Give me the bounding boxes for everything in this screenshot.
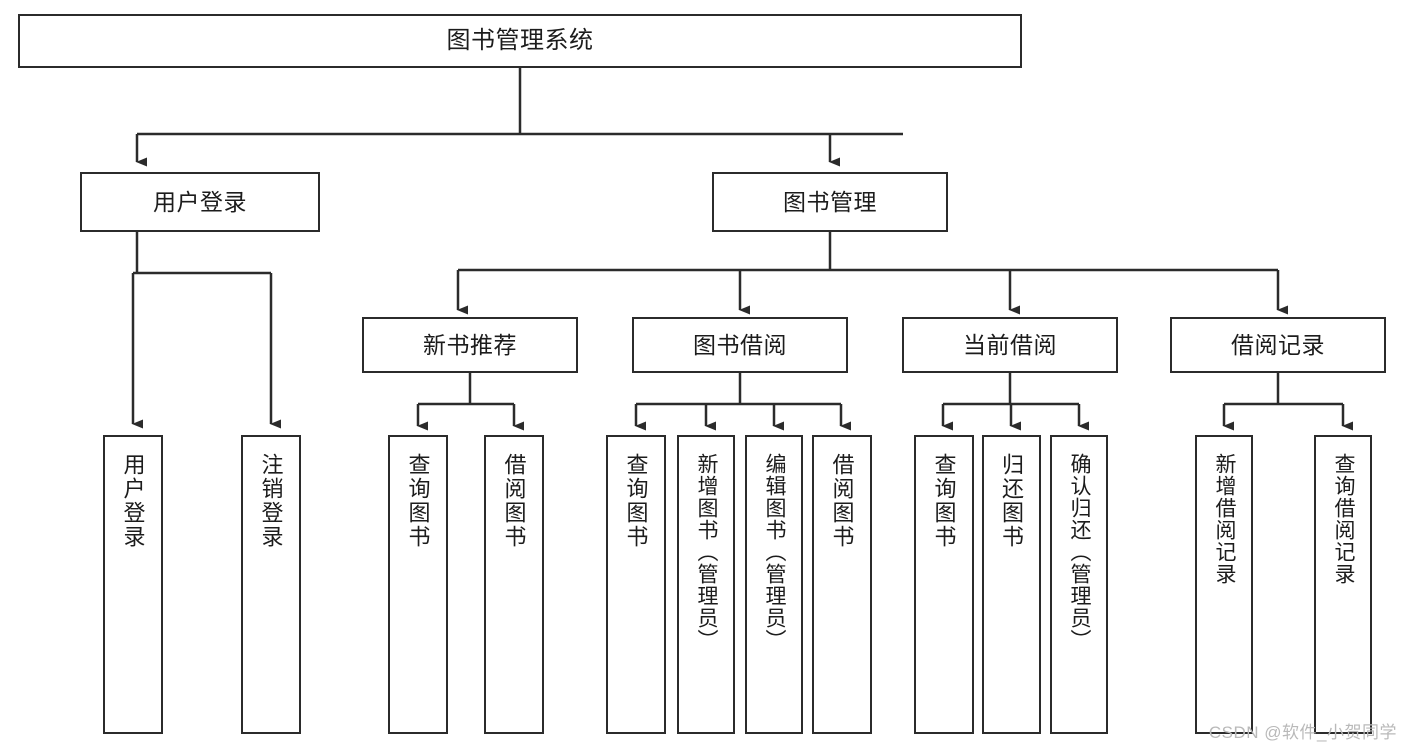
node-new-book-recommendation[interactable]: 新书推荐 — [362, 317, 578, 373]
leaf-query-book-recommend[interactable]: 查询图书 — [388, 435, 448, 734]
csdn-watermark: CSDN @软件_小贺同学 — [1208, 723, 1397, 742]
node-label: 注销登录 — [258, 453, 284, 549]
node-current-borrowing[interactable]: 当前借阅 — [902, 317, 1118, 373]
leaf-borrow-book-recommend[interactable]: 借阅图书 — [484, 435, 544, 734]
leaf-return-book[interactable]: 归还图书 — [982, 435, 1041, 734]
node-label: 编辑图书（管理员） — [763, 453, 787, 651]
leaf-user-login[interactable]: 用户登录 — [103, 435, 163, 734]
node-label: 当前借阅 — [963, 331, 1057, 358]
node-label: 查询图书 — [405, 453, 431, 549]
node-label: 查询借阅记录 — [1332, 453, 1356, 585]
leaf-add-borrow-record[interactable]: 新增借阅记录 — [1195, 435, 1253, 734]
leaf-add-book-admin[interactable]: 新增图书（管理员） — [677, 435, 735, 734]
node-label: 查询图书 — [623, 453, 649, 549]
node-book-borrowing[interactable]: 图书借阅 — [632, 317, 848, 373]
node-user-login[interactable]: 用户登录 — [80, 172, 320, 232]
node-label: 借阅记录 — [1231, 331, 1325, 358]
node-label: 借阅图书 — [829, 453, 855, 549]
leaf-edit-book-admin[interactable]: 编辑图书（管理员） — [745, 435, 803, 734]
node-label: 归还图书 — [999, 453, 1025, 549]
node-label: 新增图书（管理员） — [695, 453, 719, 651]
node-label: 新增借阅记录 — [1213, 453, 1237, 585]
node-borrowing-record[interactable]: 借阅记录 — [1170, 317, 1386, 373]
leaf-query-book-borrow[interactable]: 查询图书 — [606, 435, 666, 734]
leaf-borrow-book[interactable]: 借阅图书 — [812, 435, 872, 734]
leaf-confirm-return-admin[interactable]: 确认归还（管理员） — [1050, 435, 1108, 734]
node-label: 新书推荐 — [423, 331, 517, 358]
leaf-query-borrow-record[interactable]: 查询借阅记录 — [1314, 435, 1372, 734]
node-label: 用户登录 — [120, 453, 146, 549]
node-label: 借阅图书 — [501, 453, 527, 549]
node-label: 确认归还（管理员） — [1068, 453, 1092, 651]
node-book-management[interactable]: 图书管理 — [712, 172, 948, 232]
node-label: 图书管理系统 — [446, 27, 594, 55]
node-label: 用户登录 — [153, 188, 247, 215]
node-label: 图书借阅 — [693, 331, 787, 358]
node-label: 图书管理 — [783, 188, 877, 215]
leaf-logout[interactable]: 注销登录 — [241, 435, 301, 734]
leaf-query-book-current[interactable]: 查询图书 — [914, 435, 974, 734]
node-label: 查询图书 — [931, 453, 957, 549]
node-root-book-management-system[interactable]: 图书管理系统 — [18, 14, 1022, 68]
